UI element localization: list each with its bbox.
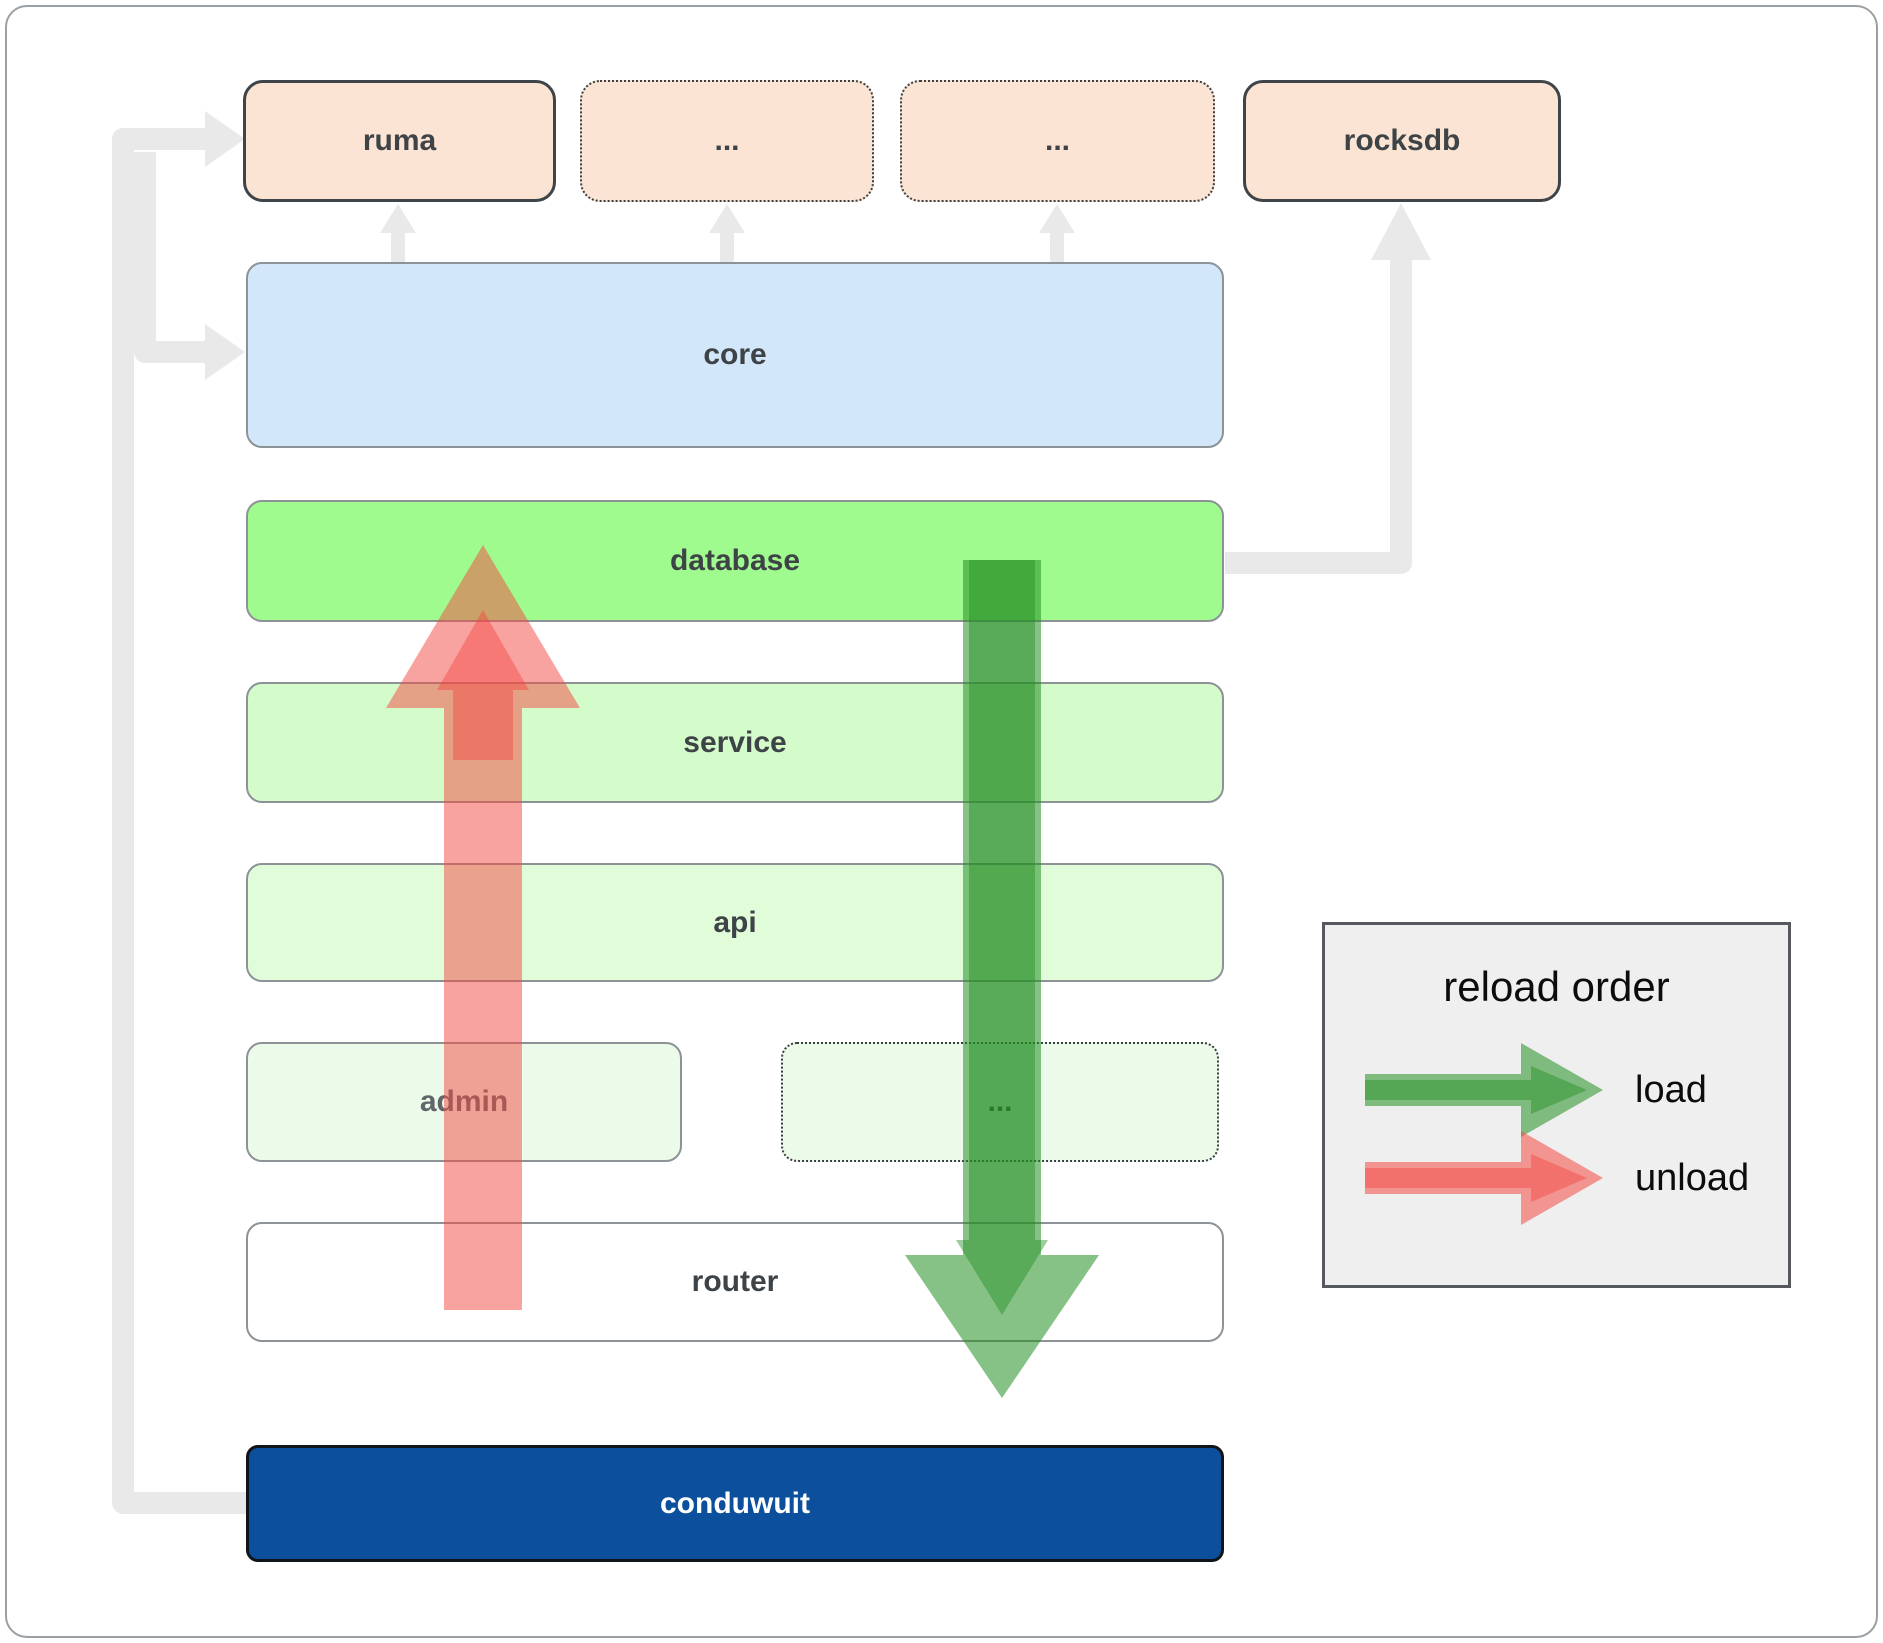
box-conduwuit: conduwuit [246, 1445, 1224, 1562]
box-service-label: service [683, 725, 787, 759]
box-database-label: database [669, 544, 801, 577]
box-router: router [246, 1222, 1224, 1342]
legend-unload-arrow-icon [1365, 1131, 1603, 1225]
box-ellipsis-1-label: ... [714, 124, 740, 157]
box-ellipsis-2-label: ... [1044, 124, 1070, 157]
box-ellipsis-3-label: ... [987, 1085, 1013, 1118]
legend-title: reload order [1443, 963, 1670, 1010]
box-ellipsis-3: ... [781, 1042, 1219, 1162]
box-rocksdb: rocksdb [1243, 80, 1561, 202]
box-admin-label: admin [419, 1085, 509, 1118]
box-conduwuit-label: conduwuit [660, 1486, 810, 1520]
box-ruma-label: ruma [362, 124, 437, 157]
box-router-label: router [691, 1265, 779, 1298]
box-database: database [246, 500, 1224, 622]
box-service: service [246, 682, 1224, 803]
box-admin: admin [246, 1042, 682, 1162]
box-rocksdb-label: rocksdb [1343, 124, 1461, 157]
box-ruma: ruma [243, 80, 556, 202]
box-core: core [246, 262, 1224, 448]
legend-reload-order: reload order load unload [1322, 922, 1791, 1288]
legend-load-arrow-icon [1365, 1043, 1603, 1137]
legend-unload-label: unload [1635, 1156, 1750, 1199]
legend-load-label: load [1635, 1068, 1707, 1111]
box-ellipsis-2: ... [900, 80, 1215, 202]
box-ellipsis-1: ... [580, 80, 874, 202]
legend-row-unload: unload [1325, 1123, 1788, 1233]
legend-row-load: load [1325, 1035, 1788, 1145]
outer-frame [5, 5, 1878, 1638]
box-core-label: core [703, 338, 767, 371]
box-api: api [246, 863, 1224, 982]
box-api-label: api [713, 905, 757, 939]
